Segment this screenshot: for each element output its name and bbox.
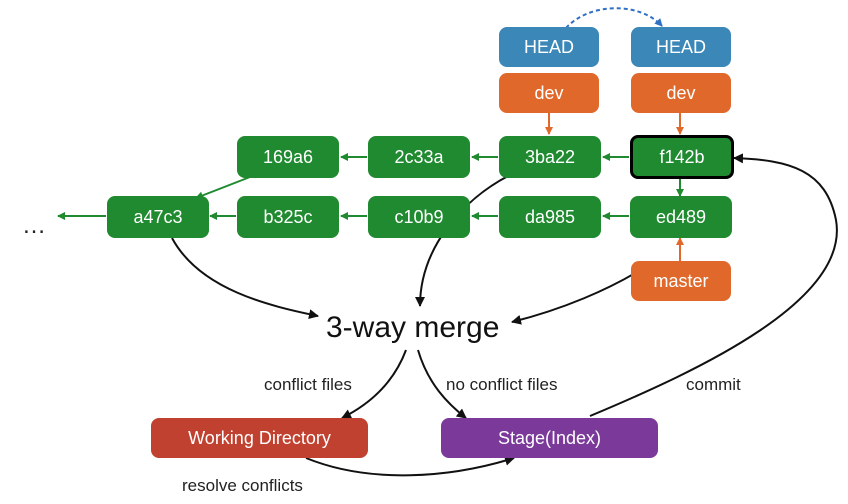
merge-to-working-directory-arrow [341, 349, 407, 419]
head-old-label: HEAD [499, 27, 599, 67]
conflict-files-label: conflict files [264, 375, 352, 394]
169a6-to-a47c3-arrow [195, 176, 251, 200]
resolve-conflicts-label: resolve conflicts [182, 476, 303, 495]
ed489-to-merge-arrow [511, 263, 651, 325]
no-conflict-files-label: no conflict files [446, 375, 558, 394]
working-directory-box: Working Directory [151, 418, 368, 458]
3ba22-to-merge-arrow [415, 173, 513, 307]
merge-to-stage-arrow [417, 349, 467, 419]
commit-2c33a: 2c33a [368, 136, 470, 178]
commit-a47c3: a47c3 [107, 196, 209, 238]
head-new-label: HEAD [631, 27, 731, 67]
three-way-merge-label: 3-way merge [326, 311, 500, 344]
head-move-arrow [565, 7, 663, 29]
history-ellipsis: … [22, 212, 48, 239]
dev-old-label: dev [499, 73, 599, 113]
resolve-conflicts-arrow [305, 455, 515, 477]
commit-b325c: b325c [237, 196, 339, 238]
commit-ed489: ed489 [630, 196, 732, 238]
master-label: master [631, 261, 731, 301]
commit-arrow [589, 153, 838, 417]
commit-3ba22: 3ba22 [499, 136, 601, 178]
commit-label: commit [686, 375, 741, 394]
stage-index-box: Stage(Index) [441, 418, 658, 458]
commit-da985: da985 [499, 196, 601, 238]
commit-169a6: 169a6 [237, 136, 339, 178]
dev-new-label: dev [631, 73, 731, 113]
a47c3-to-merge-arrow [171, 237, 319, 320]
commit-f142b: f142b [630, 135, 734, 179]
commit-c10b9: c10b9 [368, 196, 470, 238]
